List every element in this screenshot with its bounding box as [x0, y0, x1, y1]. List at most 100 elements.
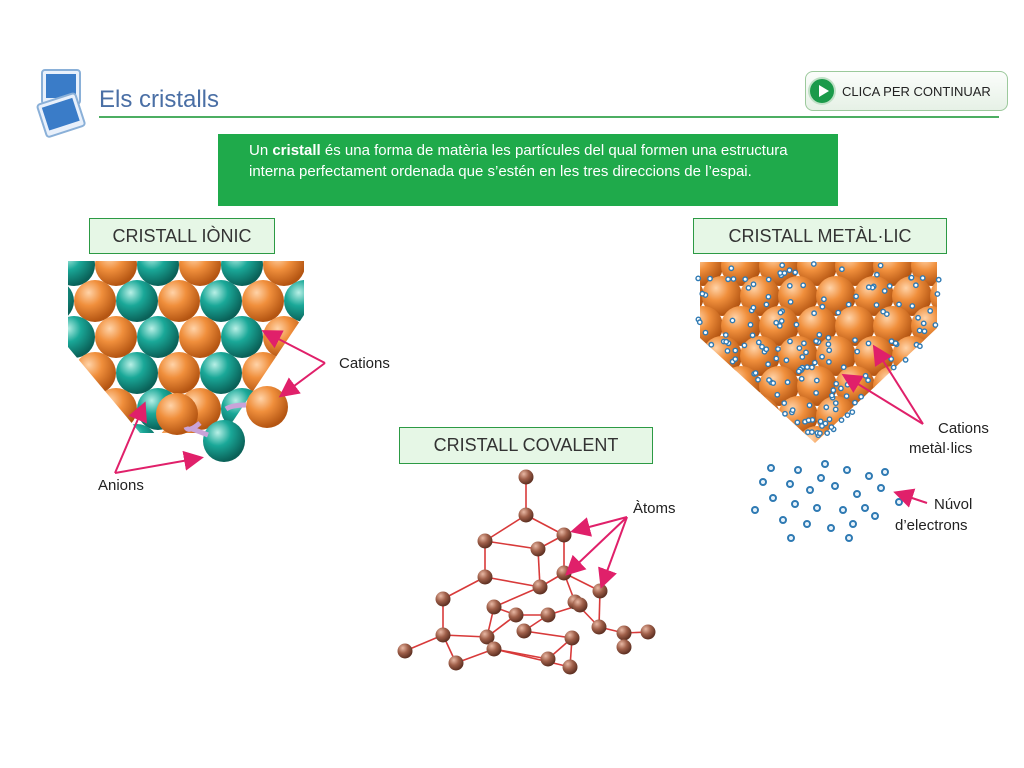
electron-dot: [819, 353, 826, 360]
electron-dot: [916, 327, 923, 334]
covalent-atom: [640, 624, 656, 640]
electron-dot: [865, 284, 872, 291]
covalent-atom: [518, 469, 534, 485]
electron-dot: [853, 490, 861, 498]
electron-dot: [817, 418, 824, 425]
metallic-crystal-label: CRISTALL METÀL·LIC: [693, 218, 947, 254]
play-icon: [810, 79, 834, 103]
metal-cation-sphere: [854, 276, 894, 316]
covalent-atom: [448, 655, 464, 671]
metal-cation-sphere: [700, 396, 704, 436]
electron-dot: [912, 282, 919, 289]
electron-dot: [845, 534, 853, 542]
anion-sphere: [203, 420, 245, 462]
electron-dot: [804, 364, 811, 371]
covalent-atom: [530, 541, 546, 557]
cation-sphere: [95, 316, 137, 358]
motion-arrow: [191, 426, 209, 438]
electron-dot: [825, 359, 832, 365]
electron-dot: [732, 356, 739, 363]
electron-dot: [779, 516, 787, 524]
cation-sphere: [179, 261, 221, 286]
electron-dot: [820, 296, 827, 303]
electron-dot: [803, 520, 811, 528]
metal-cation-sphere: [700, 262, 723, 286]
electron-dot: [825, 341, 832, 348]
metal-cation-sphere: [702, 276, 742, 316]
cations-label: Cations: [339, 355, 390, 372]
electron-dot: [927, 308, 934, 314]
covalent-atom: [435, 591, 451, 607]
anions-pointer: [114, 401, 147, 474]
covalent-atom: [516, 623, 532, 639]
electron-dot: [865, 340, 872, 347]
metal-cation-sphere: [911, 306, 937, 346]
anion-sphere: [284, 280, 304, 322]
cation-sphere: [95, 261, 137, 286]
electron-dot: [839, 506, 847, 514]
electron-dot: [730, 276, 737, 282]
electron-dot: [777, 309, 784, 316]
electron-dot: [844, 381, 851, 388]
electron-dot: [890, 364, 897, 371]
electron-dot: [778, 318, 785, 324]
electron-dot: [819, 423, 825, 429]
electron-dot: [787, 534, 795, 542]
covalent-bond: [493, 586, 541, 608]
electron-dot: [826, 416, 833, 423]
electron-dot: [849, 409, 856, 416]
metallic-crystal-illustration: [695, 261, 995, 542]
covalent-bond: [493, 648, 549, 660]
electron-dot: [888, 356, 895, 362]
definition-keyword: cristall: [272, 142, 321, 159]
anion-sphere: [68, 316, 95, 358]
metal-cation-sphere: [968, 276, 995, 316]
covalent-bond: [484, 514, 527, 542]
cation-sphere: [263, 316, 304, 358]
electron-dot: [750, 304, 757, 311]
electron-dot: [827, 524, 835, 532]
electron-dot: [784, 379, 791, 386]
electron-dot: [823, 404, 830, 411]
electron-dot: [763, 301, 770, 308]
anion-sphere: [68, 261, 95, 286]
electron-dot: [801, 340, 807, 347]
electron-dot: [811, 359, 818, 366]
electron-dot: [871, 512, 879, 520]
covalent-atom: [591, 619, 607, 635]
covalent-atom: [556, 527, 572, 543]
electron-dot: [819, 303, 826, 310]
electron-dot: [759, 478, 767, 486]
covalent-atom: [540, 607, 556, 623]
cation-sphere: [326, 280, 360, 322]
electron-dot: [750, 281, 757, 288]
electron-dot: [806, 402, 813, 409]
electron-dot: [828, 424, 835, 431]
electron-dot: [817, 474, 825, 482]
electron-dot: [767, 464, 775, 472]
electron-dot: [749, 332, 756, 339]
electron-dot: [837, 385, 844, 392]
electron-dot: [763, 346, 770, 353]
anion-sphere: [200, 352, 242, 394]
metal-cation-sphere: [740, 396, 780, 436]
definition-prefix: Un: [249, 142, 273, 159]
ionic-crystal-label: CRISTALL IÒNIC: [89, 218, 275, 254]
atoms-label: Àtoms: [633, 500, 676, 517]
covalent-atom: [572, 597, 588, 613]
electron-dot: [779, 262, 786, 269]
electron-dot: [874, 355, 881, 362]
electron-dot: [728, 265, 735, 272]
covalent-atom: [564, 630, 580, 646]
electron-dot: [830, 387, 837, 394]
electron-dot: [796, 345, 803, 352]
cations-pointer: [278, 362, 326, 398]
electron-dot: [696, 319, 703, 326]
title-divider: [99, 116, 999, 118]
cations-pointer: [261, 330, 326, 364]
electron-dot: [895, 498, 903, 506]
atoms-pointer: [598, 516, 628, 589]
continue-button[interactable]: CLICA PER CONTINUAR: [805, 71, 1008, 111]
electron-dot: [755, 376, 761, 383]
electron-dot: [789, 407, 796, 414]
